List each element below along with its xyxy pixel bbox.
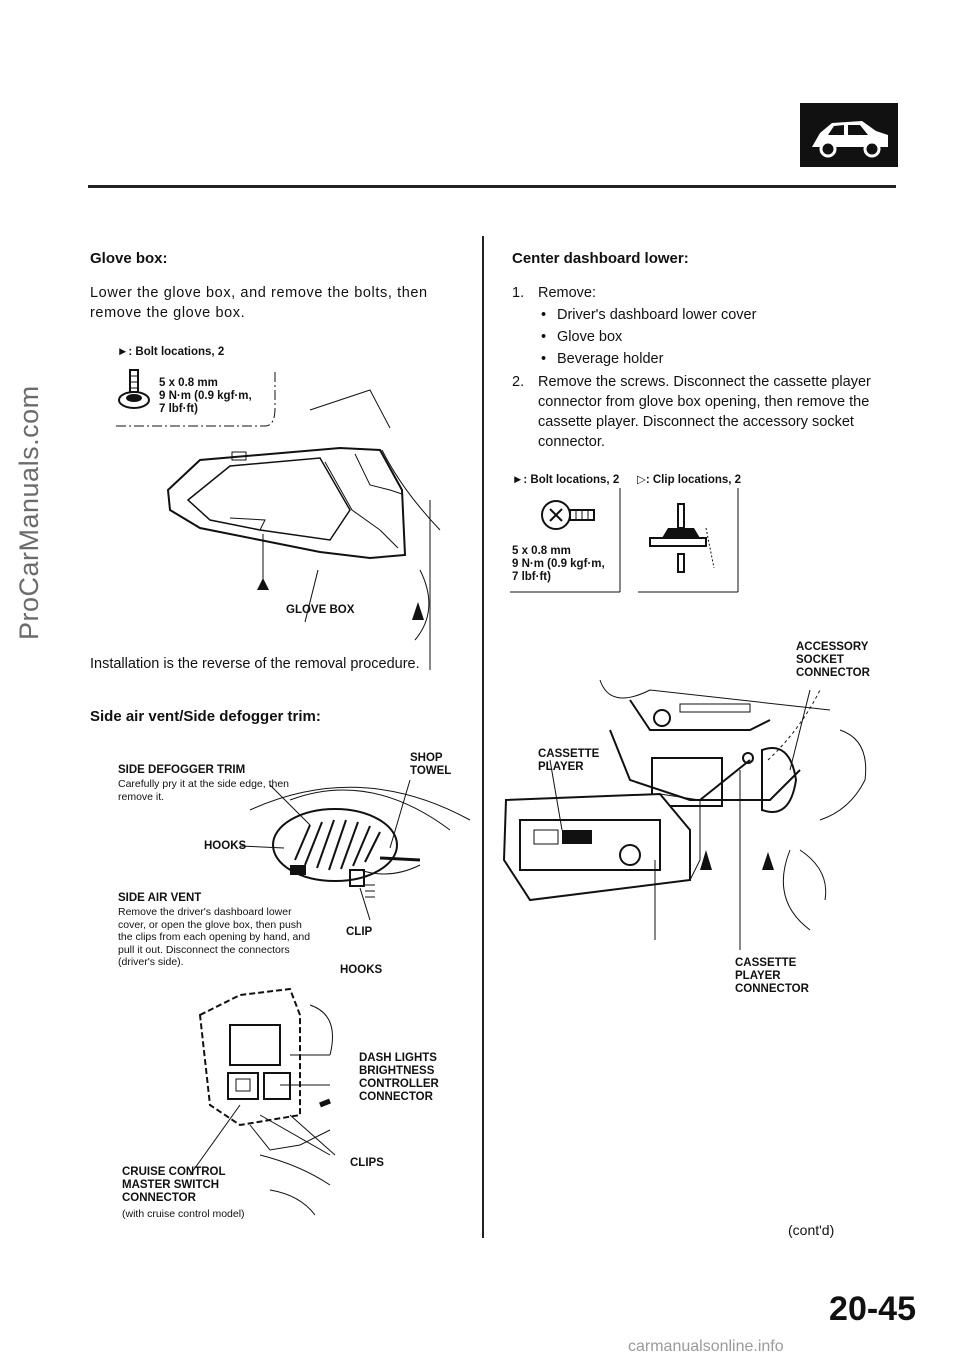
label-line: MASTER SWITCH [122,1179,220,1191]
list-item: Glove box [535,326,756,348]
label-line: ACCESSORY [796,641,869,653]
header-rule [88,185,896,188]
label-line: CONNECTOR [735,983,809,995]
bolt-locations-right: ►: Bolt locations, 2 [512,474,620,486]
step1-num: 1. [512,285,525,301]
glove-box-illustration [166,389,441,670]
install-note: Installation is the reverse of the remov… [90,656,420,672]
spec-frames-right [510,488,739,593]
label-line: CASSETTE [735,957,797,969]
bolt-locations-left: ►: Bolt locations, 2 [117,346,225,358]
step2-num: 2. [512,374,525,390]
spec-line: 7 lbf·ft) [512,571,551,583]
page-number: 20-45 [829,1290,916,1328]
vent-title: SIDE AIR VENT [118,892,202,904]
label-line: PLAYER [735,970,781,982]
side-vent-heading: Side air vent/Side defogger trim: [90,708,321,725]
label-line: SHOP [410,752,443,764]
bottom-watermark: carmanualsonline.info [628,1338,784,1355]
cruise-label: CRUISE CONTROL MASTER SWITCH CONNECTOR [122,1166,226,1205]
glove-box-body: Lower the glove box, and remove the bolt… [90,285,428,321]
clips-label: CLIPS [350,1157,384,1169]
cassette-player-label: CASSETTE PLAYER [538,748,599,774]
step1-list: Driver's dashboard lower cover Glove box… [535,304,756,370]
column-divider [482,236,484,1238]
step1-text: Remove: [538,285,597,301]
hooks-label: HOOKS [204,840,247,852]
label-line: TOWEL [410,765,452,777]
car-icon [800,103,898,167]
shop-towel-label: SHOP TOWEL [410,752,451,778]
center-dash-heading: Center dashboard lower: [512,250,689,267]
label-line: CRUISE CONTROL [122,1166,226,1178]
spec-line: 5 x 0.8 mm [512,545,571,557]
label-line: SOCKET [796,654,844,666]
spec-bracket-left [115,372,276,427]
label-line: CASSETTE [538,748,600,760]
trim-desc: Carefully pry it at the side edge, then … [118,778,290,803]
dash-controller-illustration [189,987,336,1216]
clip-locations-right: ▷: Clip locations, 2 [637,474,742,486]
cassette-connector-label: CASSETTE PLAYER CONNECTOR [735,957,809,996]
side-vent-illustration [239,779,471,921]
bolt-icon-left [117,368,151,418]
label-line: CONNECTOR [122,1192,196,1204]
list-item: Driver's dashboard lower cover [535,304,756,326]
cruise-note: (with cruise control model) [122,1208,245,1220]
vent-desc: Remove the driver's dashboard lower cove… [118,906,311,968]
accessory-socket-label: ACCESSORY SOCKET CONNECTOR [796,641,870,680]
label-line: CONTROLLER [359,1078,439,1090]
spec-line: 9 N·m (0.9 kgf·m, [159,390,252,402]
cassette-illustration [502,679,867,950]
continued-note: (cont'd) [788,1222,835,1238]
spec-line: 9 N·m (0.9 kgf·m, [512,558,605,570]
label-line: BRIGHTNESS [359,1065,435,1077]
glove-box-label: GLOVE BOX [286,604,355,616]
clip-icon-right [648,498,718,578]
bolt-icon-right [540,498,600,532]
side-watermark: ProCarManuals.com [14,385,44,640]
label-line: DASH LIGHTS [359,1052,437,1064]
label-line: CONNECTOR [796,667,870,679]
bolt-spec-right: 5 x 0.8 mm 9 N·m (0.9 kgf·m, 7 lbf·ft) [512,545,605,584]
glove-box-heading: Glove box: [90,250,168,267]
label-line: CONNECTOR [359,1091,433,1103]
step2-text: Remove the screws. Disconnect the casset… [538,374,871,450]
hooks2-label: HOOKS [340,964,383,976]
trim-title: SIDE DEFOGGER TRIM [118,764,246,776]
spec-line: 7 lbf·ft) [159,403,198,415]
spec-line: 5 x 0.8 mm [159,377,218,389]
bolt-spec-left: 5 x 0.8 mm 9 N·m (0.9 kgf·m, 7 lbf·ft) [159,377,252,416]
dash-lights-label: DASH LIGHTS BRIGHTNESS CONTROLLER CONNEC… [359,1052,439,1104]
clip-label: CLIP [346,926,373,938]
list-item: Beverage holder [535,348,756,370]
label-line: PLAYER [538,761,584,773]
